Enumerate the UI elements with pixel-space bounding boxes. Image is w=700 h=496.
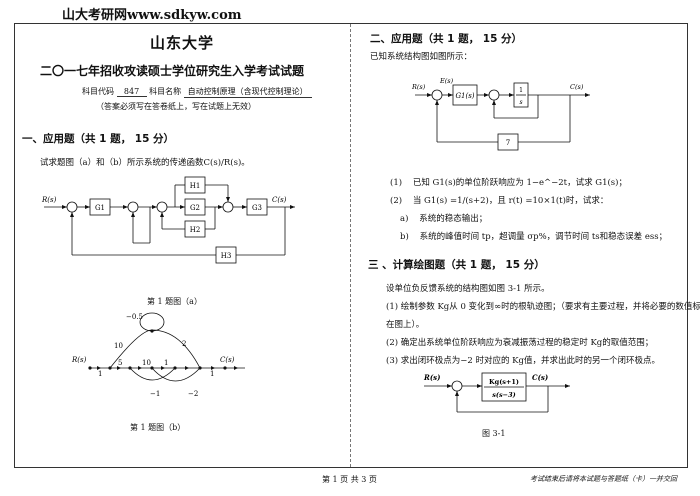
block-g2: G2 [190, 204, 200, 212]
gain-self-loop: −0.5 [126, 313, 143, 321]
subject-line: 科目代码 847 科目名称 自动控制原理（含现代控制理论） [82, 86, 312, 98]
gain-b: 10 [142, 359, 151, 367]
gain-in: 1 [98, 370, 102, 378]
integrator-den: s [519, 99, 522, 106]
exam-title: 二〇一七年招收攻读硕士学位研究生入学考试试题 [40, 64, 305, 78]
q2-item-1-text: 已知 G1(s)的单位阶跃响应为 1−e^−2t，试求 G1(s)； [412, 178, 627, 188]
q3-item-1-cont: 在图上）。 [386, 320, 425, 330]
fig2-input-label: R(s) [411, 83, 426, 91]
fig3-numerator: Kg(s+1) [489, 378, 519, 386]
q2-item-1-num: (1) [390, 178, 403, 188]
q3-item-3-text: 求出闭环极点为−2 时对应的 Kg值，并求出此时的另一个闭环极点。 [400, 356, 660, 366]
section-3-heading: 三 、计算绘图题（共 1 题， 15 分） [368, 259, 545, 271]
q3-item-1-text: 绘制参数 Kg从 0 变化到∞时的根轨迹图；（要求有主要过程，并将必要的数值标 [400, 302, 700, 312]
gain-a: 5 [118, 359, 122, 367]
q3-item-2: (2) 确定出系统单位阶跃响应为衰减振荡过程的稳定时 Kg的取值范围； [386, 336, 653, 348]
figure-1b-caption: 第 1 题图（b） [130, 423, 186, 432]
figure-2-diagram: R(s) E(s) C(s) G1(s) 1 s 7 [411, 77, 590, 151]
q2-text: 已知系统结构图如图所示： [370, 52, 473, 62]
fig3-input-label: R(s) [423, 373, 440, 382]
fig3-output-label: C(s) [532, 373, 548, 382]
section-2-heading: 二、应用题（共 1 题， 15 分） [370, 33, 523, 45]
q2-item-a-text: 系统的稳态输出； [419, 214, 488, 224]
fig2-output-label: C(s) [570, 83, 584, 91]
gain-top: 10 [114, 342, 123, 350]
q2-item-b-num: b) [400, 232, 409, 242]
code-label: 科目代码 [82, 87, 114, 96]
fig1b-output-label: C(s) [220, 356, 235, 364]
q2-item-2-text: 当 G1(s) =1/(s+2)，且 r(t) =10×1(t)时，试求： [412, 196, 609, 206]
fig2-error-label: E(s) [439, 77, 454, 85]
gain-right: 2 [182, 340, 186, 348]
fig1a-input-label: R(s) [41, 196, 57, 204]
q3-item-3: (3) 求出闭环极点为−2 时对应的 Kg值，并求出此时的另一个闭环极点。 [386, 354, 660, 366]
figure-3-1-diagram: R(s) C(s) Kg(s+1) s(s−3) [423, 372, 570, 413]
code-value: 847 [116, 87, 147, 97]
q2-item-b-text: 系统的峰值时间 tp，超调量 σp%，调节时间 ts和稳态误差 ess； [419, 232, 668, 242]
gain-fb2: −2 [188, 390, 198, 398]
q2-item-b: b) 系统的峰值时间 tp，超调量 σp%，调节时间 ts和稳态误差 ess； [400, 230, 667, 242]
figure-1a-caption: 第 1 题图（a） [147, 297, 202, 306]
figure-1b-diagram: R(s) C(s) 1 5 10 1 10 −0.5 2 −1 −2 1 [71, 312, 245, 398]
block-g1: G1 [95, 204, 105, 212]
block-g3: G3 [252, 204, 262, 212]
q2-item-2: (2) 当 G1(s) =1/(s+2)，且 r(t) =10×1(t)时，试求… [390, 194, 608, 206]
gain-c: 1 [164, 359, 168, 367]
feedback-block-7: 7 [506, 139, 510, 147]
fig3-denominator: s(s−3) [492, 391, 515, 399]
q3-item-3-num: (3) [386, 356, 399, 366]
footer-note: 考试结束后请将本试题与答题纸（卡）一并交回 [530, 475, 677, 483]
integrator-num: 1 [519, 87, 523, 94]
q3-item-2-num: (2) [386, 338, 399, 348]
figure-1a-diagram: R(s) C(s) G1 G2 G3 H1 H2 H3 [41, 176, 295, 264]
fig1b-input-label: R(s) [71, 356, 87, 364]
figure-3-1-caption: 图 3-1 [482, 429, 506, 438]
block-h3: H3 [221, 252, 232, 260]
q3-item-2-text: 确定出系统单位阶跃响应为衰减振荡过程的稳定时 Kg的取值范围； [400, 338, 654, 348]
page-number: 第 1 页 共 3 页 [322, 475, 377, 484]
gain-fb1: −1 [150, 390, 160, 398]
school-name: 山东大学 [150, 34, 215, 52]
block-h1: H1 [190, 182, 201, 190]
notice: （答案必须写在答卷纸上，写在试题上无效） [96, 102, 256, 111]
section-1-heading: 一、应用题（共 1 题， 15 分） [22, 133, 175, 145]
q2-item-a-num: a) [400, 214, 409, 224]
name-value: 自动控制原理（含现代控制理论） [183, 86, 312, 98]
block-h2: H2 [190, 226, 201, 234]
q3-intro: 设单位负反馈系统的结构图如图 3-1 所示。 [386, 284, 550, 294]
column-divider [350, 24, 351, 467]
q3-item-1-num: (1) [386, 302, 399, 312]
q2-item-a: a) 系统的稳态输出； [400, 212, 487, 224]
q1-text: 试求题图（a）和（b）所示系统的传递函数C(s)/R(s)。 [40, 158, 250, 168]
gain-out: 1 [210, 370, 214, 378]
block-g1s: G1(s) [455, 92, 474, 100]
name-label: 科目名称 [149, 87, 182, 96]
paper-frame [14, 23, 688, 468]
fig1a-output-label: C(s) [272, 196, 287, 204]
watermark: 山大考研网www.sdkyw.com [62, 8, 242, 23]
q3-item-1: (1) 绘制参数 Kg从 0 变化到∞时的根轨迹图；（要求有主要过程，并将必要的… [386, 300, 700, 312]
q2-item-2-num: (2) [390, 196, 403, 206]
q2-item-1: (1) 已知 G1(s)的单位阶跃响应为 1−e^−2t，试求 G1(s)； [390, 176, 627, 188]
